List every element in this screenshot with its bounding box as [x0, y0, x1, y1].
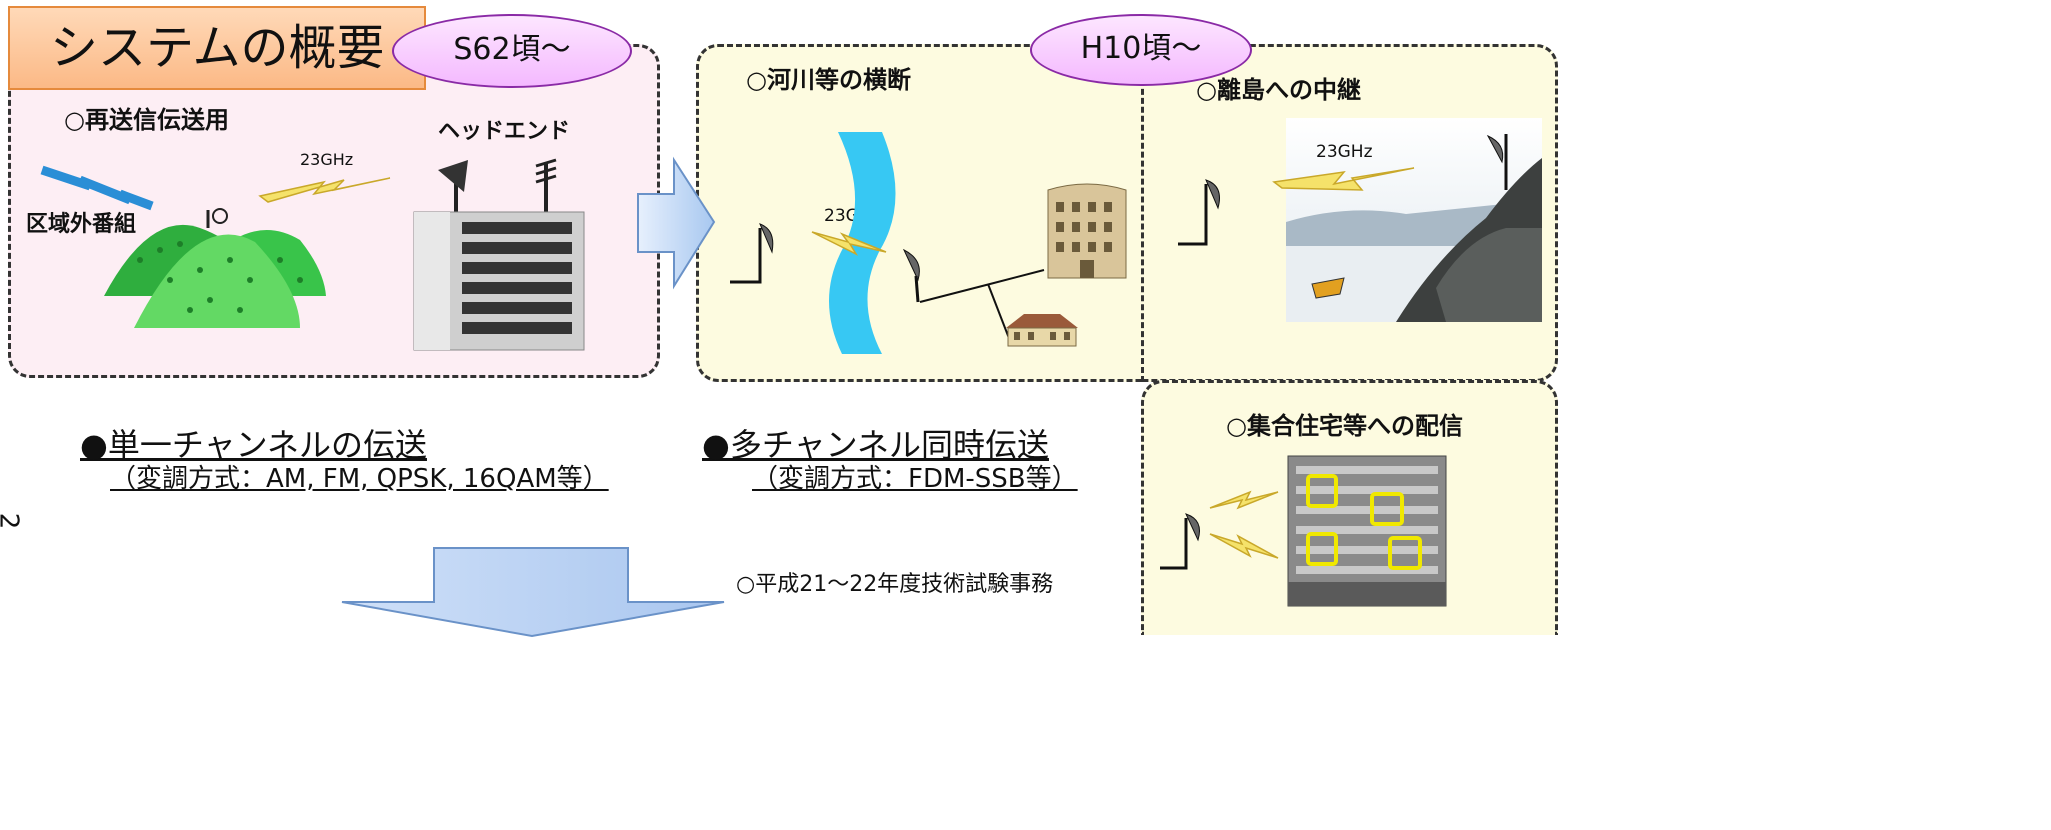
apartment-complex-icon: [1287, 455, 1447, 607]
era-badge-h10: H10頃～: [1030, 14, 1252, 86]
headend-label: ヘッドエンド: [438, 119, 571, 144]
multi-channel-modulation: （変調方式：FDM-SSB等）: [752, 464, 1078, 494]
transition-arrow-down: [341, 547, 725, 638]
house-icon: [1006, 314, 1078, 347]
page-number: 2: [0, 513, 23, 530]
trial-note: ○平成21～22年度技術試験事務: [736, 572, 1054, 597]
transition-arrow-right: [637, 156, 716, 290]
retransmission-heading: ○再送信伝送用: [64, 106, 229, 134]
apartment-building-icon: [1047, 183, 1127, 279]
microwave-bolt-icon-apartment-upper: [1209, 490, 1279, 510]
river-heading: ○河川等の横断: [746, 66, 911, 94]
microwave-bolt-icon-left: [258, 177, 391, 203]
page-title: システムの概要: [8, 6, 426, 90]
freq-label-island: 23GHz: [1316, 142, 1373, 162]
era-badge-s62: S62頃～: [392, 14, 632, 88]
island-photo: [1286, 118, 1542, 322]
microwave-bolt-icon-apartment-lower: [1209, 533, 1279, 559]
dish-antenna-icon-island-right: [1486, 134, 1508, 190]
single-channel-title: ●単一チャンネルの伝送: [80, 426, 427, 464]
incoming-signal-icon: [40, 165, 154, 211]
microwave-bolt-icon-island: [1272, 167, 1415, 191]
multi-channel-title: ●多チャンネル同時伝送: [702, 426, 1049, 464]
microwave-bolt-icon-river: [811, 231, 887, 256]
island-heading: ○離島への中継: [1196, 76, 1361, 104]
dish-antenna-icon-river-left: [730, 223, 774, 284]
freq-label-left: 23GHz: [300, 150, 354, 169]
mountain-icon: [104, 208, 326, 328]
dish-antenna-icon-apartment: [1160, 513, 1200, 570]
single-channel-modulation: （変調方式：AM, FM, QPSK, 16QAM等）: [110, 464, 609, 494]
apartment-heading: ○集合住宅等への配信: [1226, 412, 1463, 440]
dish-antenna-icon-island-left: [1178, 179, 1220, 246]
offair-label: 区域外番組: [26, 212, 137, 237]
headend-building-icon: [413, 158, 585, 351]
dish-antenna-icon-river-right: [902, 248, 920, 303]
